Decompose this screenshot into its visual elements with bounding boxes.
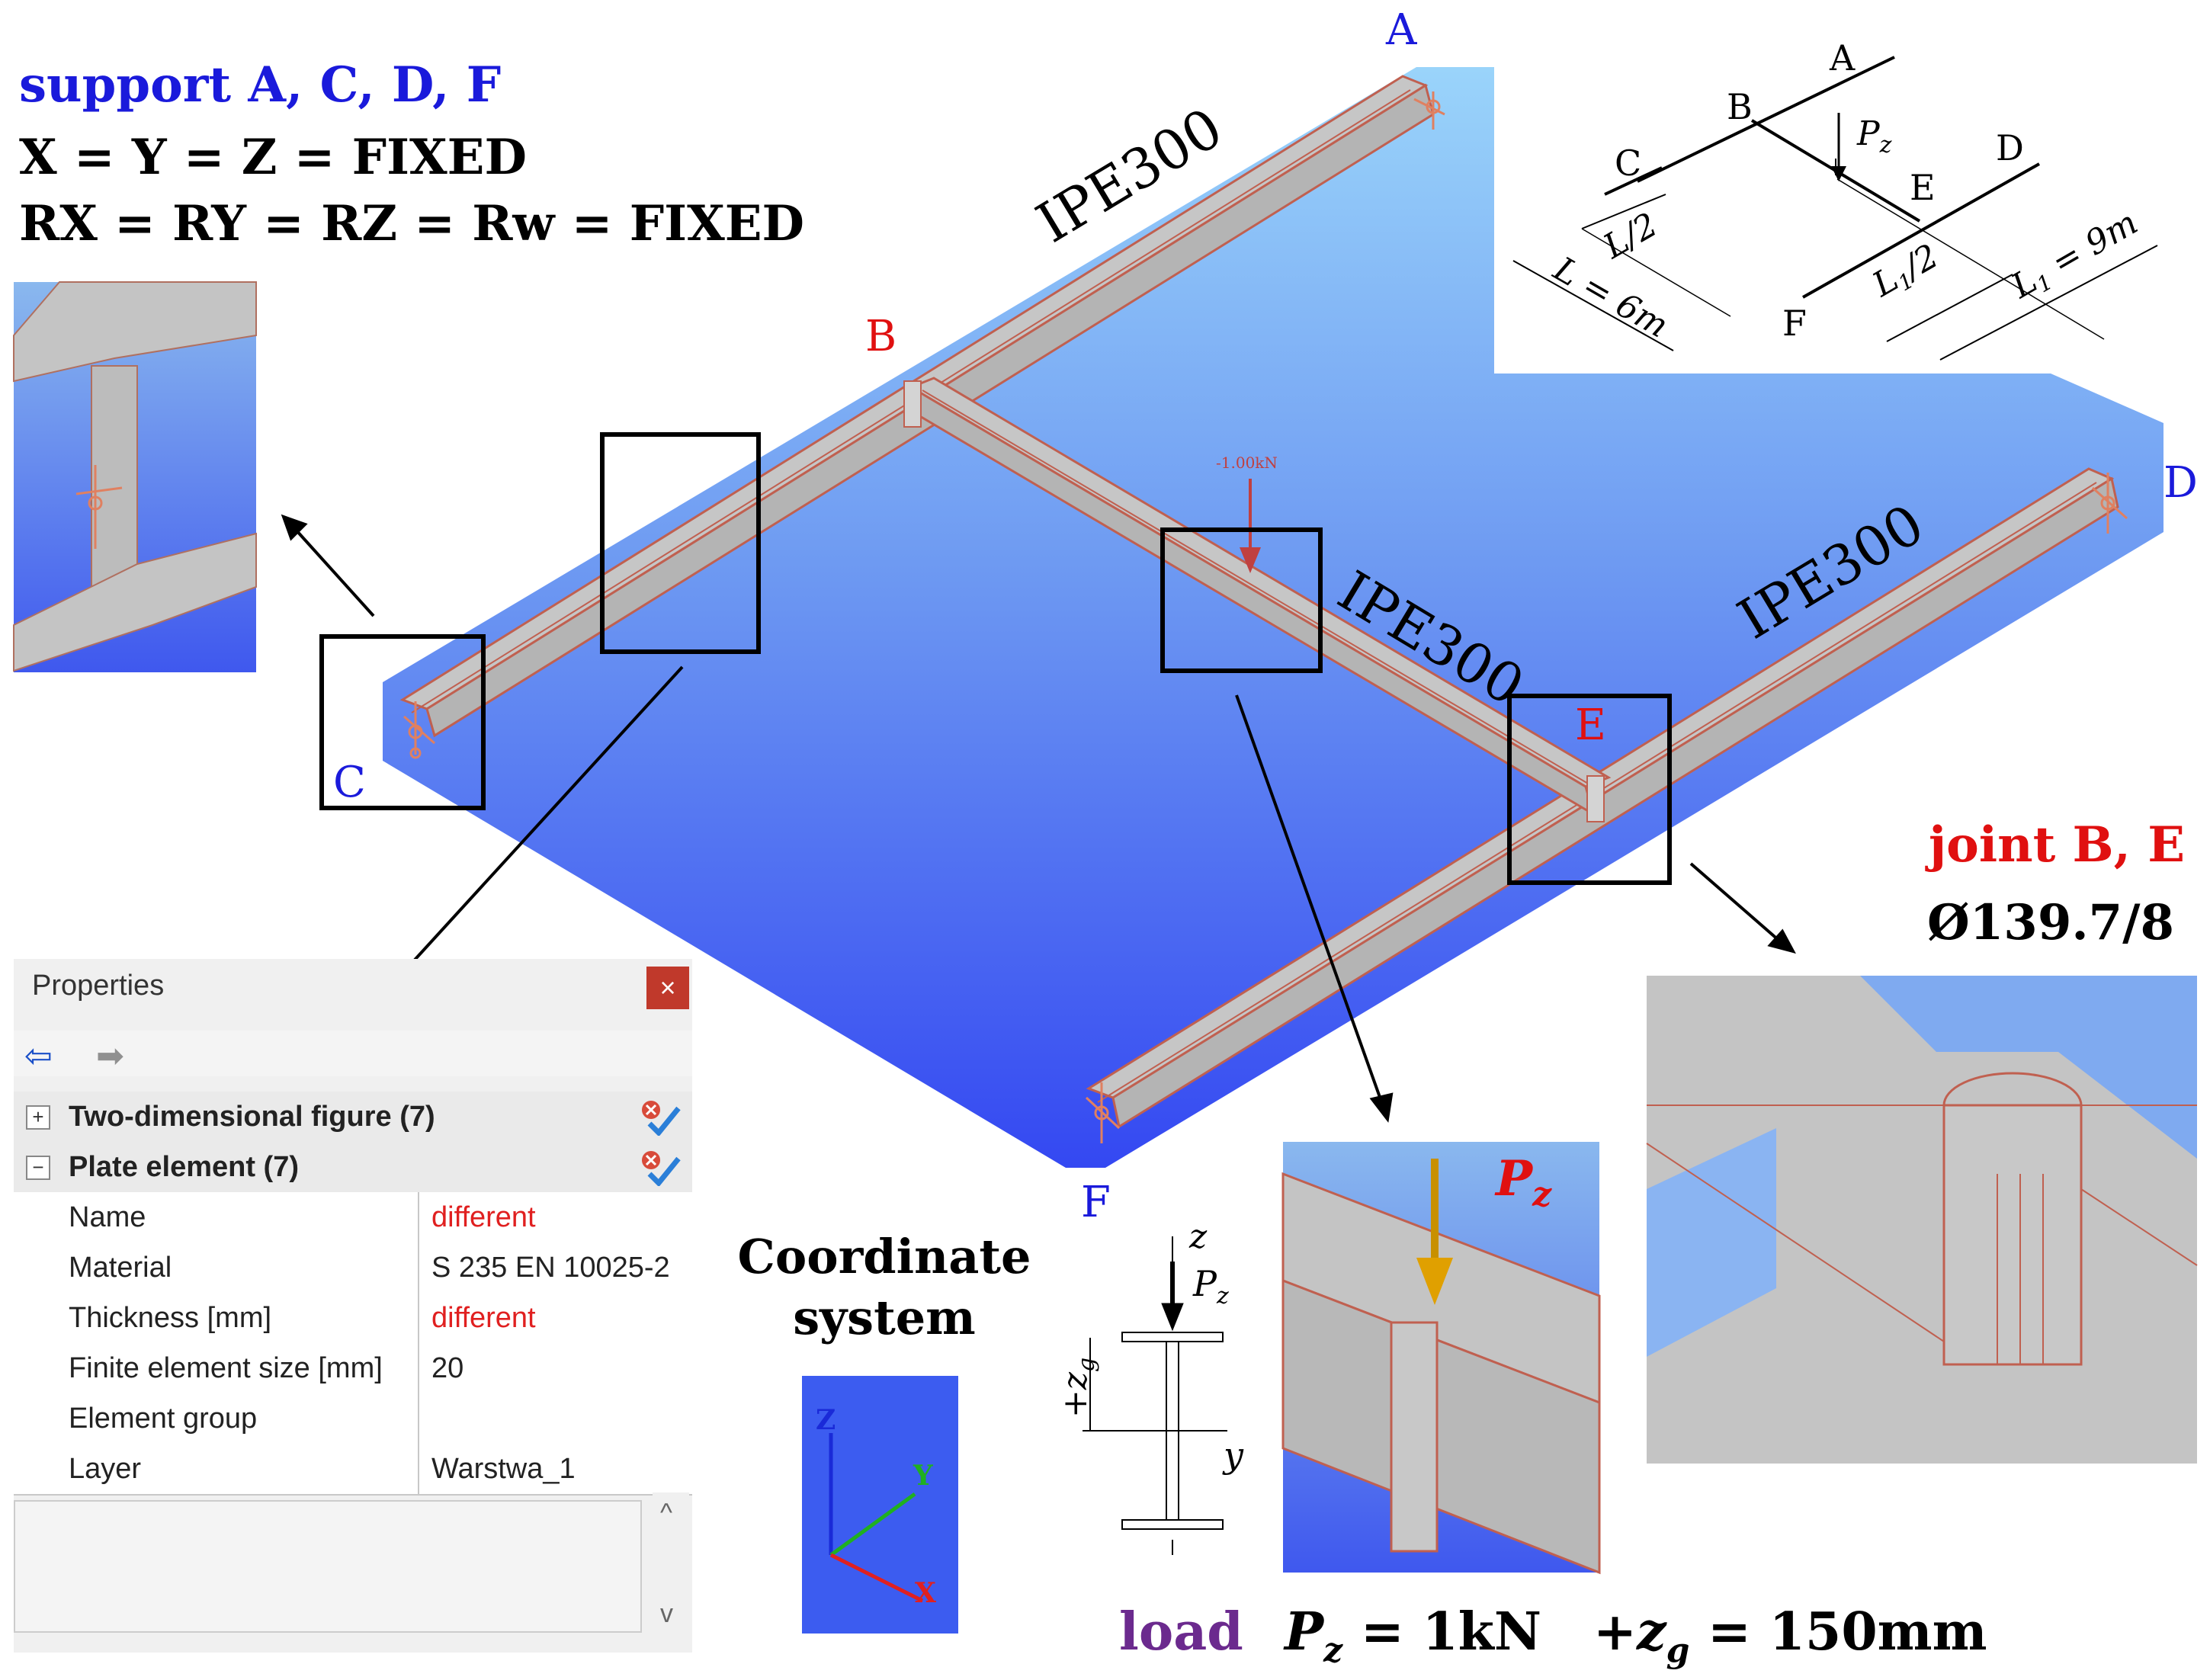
section-z: z [1188,1217,1208,1256]
support-line-1: X = Y = Z = FIXED [19,129,527,186]
coord-z-label: Z [816,1404,836,1436]
scroll-up-icon[interactable]: ^ [660,1499,672,1528]
schematic-load-arrowhead [1831,166,1846,181]
node-a: A [1385,5,1417,55]
load-caption-zg: +zg = 150mm [1593,1601,1987,1670]
support-icon-f [1085,1082,1121,1143]
zoom-box-support-c [319,634,486,810]
property-row-thickness[interactable]: Thickness [mm] different [14,1293,692,1345]
schematic-f: F [1782,303,1807,344]
expand-icon[interactable]: + [26,1105,50,1130]
zoom-box-load [1160,527,1323,673]
coord-y-label: Y [913,1460,934,1492]
property-value[interactable]: different [431,1302,536,1334]
property-key: Material [69,1252,172,1284]
property-value[interactable]: S 235 EN 10025-2 [431,1252,670,1284]
joint-e-marker [1586,775,1605,822]
property-key: Element group [69,1403,258,1435]
schematic-l1-half: L1/2 [1865,236,1946,307]
schematic-e: E [1910,167,1936,208]
schematic-l1: L1 = 9m [2004,204,2146,309]
properties-panel: Properties × ⇦ ➡ + Two-dimensional figur… [14,959,692,1653]
load-arrow-label: -1.00kN [1216,454,1278,472]
status-check-icon [642,1101,681,1136]
section-pz: Pz [1192,1263,1229,1310]
close-button[interactable]: × [646,967,689,1009]
forward-arrow-icon[interactable]: ➡ [96,1037,124,1075]
schematic-c: C [1615,143,1641,184]
leader-arrow-joint [1689,862,1782,943]
schematic-a: A [1829,37,1856,79]
joint-title: joint B, E [1925,816,2185,874]
coord-title-1: Coordinate [738,1229,1031,1284]
support-title: support A, C, D, F [19,56,501,114]
support-icon-a [1413,91,1445,130]
schematic-l-half: L/2 [1596,205,1664,267]
vertical-scrollbar[interactable]: ^ v [653,1492,689,1637]
back-arrow-icon[interactable]: ⇦ [24,1037,53,1075]
support-detail-inset [13,281,257,672]
zoom-box-plate [600,432,761,654]
schematic-pz: Pz [1856,114,1892,159]
group-plate-element[interactable]: − Plate element (7) [14,1142,692,1194]
property-row-element-group[interactable]: Element group [14,1393,692,1445]
section-zg: +zg [1056,1358,1100,1418]
property-row-name[interactable]: Name different [14,1192,692,1244]
scroll-down-icon[interactable]: v [660,1599,673,1628]
coord-title-2: system [793,1290,976,1345]
coord-x-label: X [915,1577,936,1609]
load-detail-inset [1281,1142,1601,1575]
support-line-2: RX = RY = RZ = Rw = FIXED [19,195,804,252]
collapse-icon[interactable]: − [26,1156,50,1180]
group-label: Two-dimensional figure (7) [69,1101,435,1133]
support-icon-c [403,701,435,759]
property-key: Name [69,1201,146,1233]
property-key: Thickness [mm] [69,1302,272,1334]
section-y: y [1222,1435,1244,1476]
node-e: E [1575,701,1606,750]
i-section-diagram [1083,1236,1227,1555]
schematic-d: D [1996,127,2024,168]
property-value[interactable]: different [431,1201,536,1233]
property-key: Finite element size [mm] [69,1352,383,1384]
group-label: Plate element (7) [69,1151,299,1183]
property-key: Layer [69,1453,142,1485]
property-value[interactable]: 20 [431,1352,464,1384]
properties-toolbar: ⇦ ➡ [14,1031,692,1076]
property-row-material[interactable]: Material S 235 EN 10025-2 [14,1242,692,1294]
joint-spec: Ø139.7/8 [1927,894,2174,951]
leader-arrow-properties [399,665,684,977]
status-check-icon [642,1151,681,1186]
property-row-fe-size[interactable]: Finite element size [mm] 20 [14,1343,692,1395]
schematic-b: B [1727,86,1753,127]
load-detail-pz: Pz [1494,1150,1552,1214]
description-area[interactable] [14,1500,642,1633]
node-f: F [1081,1178,1111,1227]
joint-b-marker [903,380,922,428]
schematic-l: L = 6m [1547,249,1675,346]
property-value[interactable]: Warstwa_1 [431,1453,576,1485]
joint-detail-inset [1646,976,2198,1464]
coordinate-axes-icon [802,1376,958,1634]
load-caption-pz: Pz = 1kN [1283,1601,1541,1670]
schematic-diagram [1512,56,2158,361]
load-arrow-icon [1240,479,1261,573]
support-icon-d [2092,473,2128,534]
load-caption-word: load [1119,1601,1243,1662]
node-d: D [2163,458,2198,508]
leader-arrow-support [294,528,375,617]
properties-title: Properties [32,970,165,1002]
node-c: C [333,758,366,807]
property-row-layer[interactable]: Layer Warstwa_1 [14,1444,692,1496]
zoom-box-joint-e [1507,694,1672,885]
leader-arrow-load [1235,694,1383,1102]
node-b: B [865,312,897,361]
group-two-dimensional-figure[interactable]: + Two-dimensional figure (7) [14,1092,692,1143]
